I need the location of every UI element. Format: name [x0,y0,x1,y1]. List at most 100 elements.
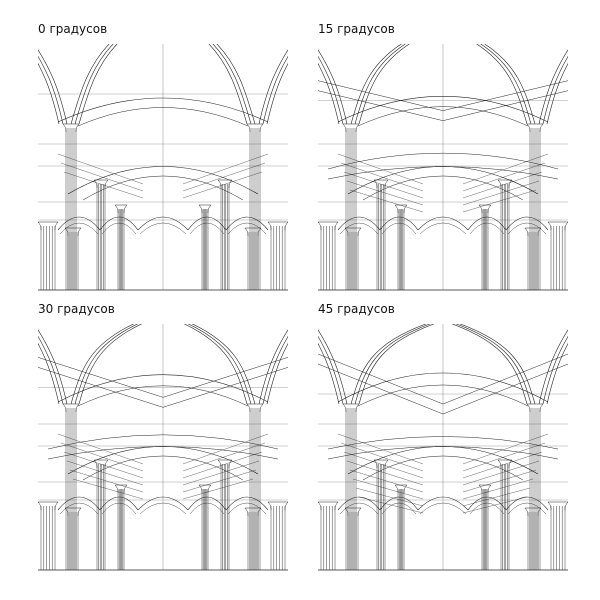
column-capital [525,508,528,516]
column-capital [358,228,361,236]
nave-arch [83,176,243,200]
vault-rib [351,44,404,124]
column-capital [335,222,338,230]
projection-line [183,470,256,492]
projection-line [463,497,527,513]
arcade-arch [506,217,548,230]
column-capital [488,205,491,213]
vault-rib [215,44,255,124]
column-capital [199,205,202,213]
projection-line [341,443,423,471]
column-capital [527,404,530,412]
column-capital [498,460,501,468]
nave-arch [83,456,243,480]
projection-line [359,497,423,513]
vault-rib [355,324,435,404]
vault-rib [547,324,568,404]
column-capital [385,180,388,188]
column-capital [335,502,338,510]
column-capital [358,508,361,516]
diagonal-rib [318,364,568,414]
column-capital [124,205,127,213]
column-capital [199,485,202,493]
vault-rib [318,324,339,404]
projection-line [58,154,143,184]
projection-line [350,470,423,492]
column-capital [38,222,41,230]
column-capital [65,228,68,236]
transverse-arch [358,107,528,126]
arcade-arch [338,217,380,230]
nave-arch [363,176,523,200]
nave-arch [363,456,523,480]
column-capital [356,124,359,132]
column-capital [94,180,97,188]
projection-line [463,181,539,205]
projection-line [338,434,423,464]
column-capital [285,502,288,510]
arcade-arch [226,217,268,230]
column-capital [356,404,359,412]
column-capital [78,228,81,236]
column-capital [105,180,108,188]
projection-line [183,461,259,485]
projection-line [463,434,548,464]
column-capital [124,485,127,493]
vault-rib [318,324,343,404]
projection-line [356,488,423,506]
diagonal-rib [318,91,568,121]
projection-line [183,163,265,191]
column-capital [258,228,261,236]
nave-arch [68,447,258,475]
projection-line [463,190,536,212]
transverse-arch [78,108,248,127]
projection-line [347,461,423,485]
vault-rib [180,324,247,404]
vault-rib [71,324,138,404]
projection-line [73,479,143,499]
arcade-arch [340,503,378,514]
arcade-arch [418,217,468,230]
vault-rib [318,44,339,124]
nave-arch [348,167,538,195]
column-capital [38,502,41,510]
column-capital [345,508,348,516]
vault-rib [267,44,288,124]
vault-rib [75,44,115,124]
vault-rib [447,324,527,404]
vault-rib [451,324,531,404]
vault-rib [478,44,531,124]
column-capital [247,404,250,412]
arcade-arch [140,223,186,234]
projection-line [338,154,423,184]
projection-line [61,163,143,191]
column-capital [208,205,211,213]
projection-line [183,479,253,499]
arcade-arch [418,497,468,510]
column-capital [374,180,377,188]
vault-rib [318,44,347,124]
vault-rib [188,324,255,404]
column-capital [229,180,232,188]
column-capital [229,460,232,468]
column-capital [565,502,568,510]
diagonal-rib [38,367,288,407]
panel-title: 0 градусов [38,22,108,36]
arcade-arch [58,217,100,230]
arcade-arch [138,217,188,230]
vault-rib [71,44,111,124]
arcade-arch [138,497,188,510]
projection-line [350,190,423,212]
projection-line [463,461,539,485]
column-capital [540,124,543,132]
vault-rib [75,324,142,404]
diagonal-rib [38,357,288,397]
column-capital [565,222,568,230]
column-capital [538,508,541,516]
arcade-arch [228,503,266,514]
diagonal-rib [318,81,568,111]
column-capital [115,205,118,213]
diagonal-rib [48,435,278,449]
column-capital [94,460,97,468]
column-capital [260,404,263,412]
